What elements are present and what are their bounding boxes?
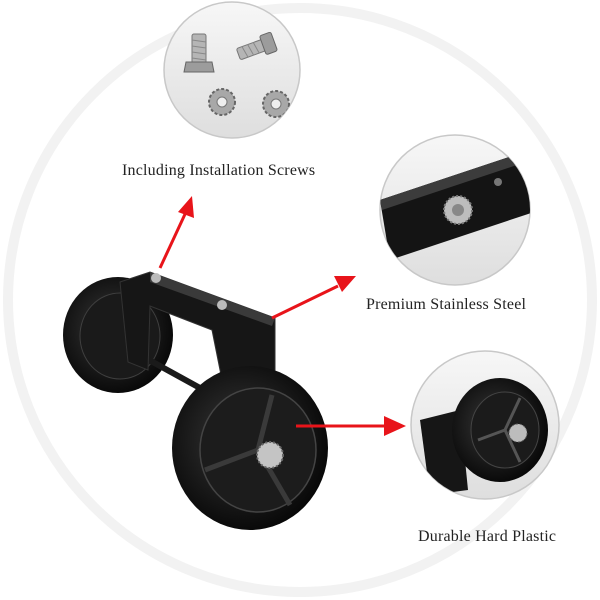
caption-screws: Including Installation Screws [122, 162, 316, 179]
screws-detail-bubble [163, 1, 301, 139]
caption-plastic: Durable Hard Plastic [418, 528, 557, 545]
steel-detail-bubble [379, 134, 531, 286]
arrow-to-plastic [296, 416, 406, 436]
background-ring [3, 3, 597, 597]
screws-icon [183, 31, 290, 118]
arrow-to-screws [158, 196, 194, 269]
wheel-icon [420, 378, 548, 495]
bracket-icon [380, 150, 530, 260]
plastic-detail-bubble [410, 350, 560, 500]
caption-steel: Premium Stainless Steel [366, 296, 527, 313]
training-wheel-assembly [63, 271, 328, 530]
arrow-to-steel [271, 276, 356, 320]
